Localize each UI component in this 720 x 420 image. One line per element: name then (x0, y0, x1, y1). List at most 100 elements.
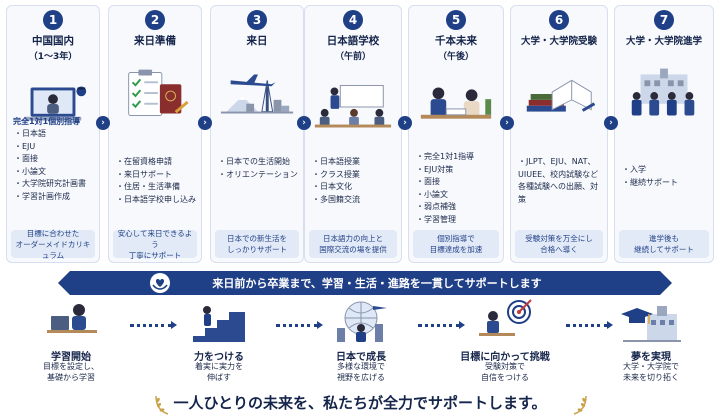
banner-arrow-left (58, 271, 70, 295)
step-card-1: 1 中国国内 （1〜3年） 完全1対1個別指導 日本語 EJU 面接 小論文 大… (6, 5, 100, 263)
step-number: 5 (446, 10, 466, 30)
step-footnote: 進学後も継続してサポート (619, 230, 709, 258)
laurel-left-icon (150, 392, 172, 416)
heart-hands-icon (147, 271, 173, 295)
step-subtitle: （午前） (334, 52, 371, 62)
chevron-right-icon: › (500, 116, 514, 130)
graduation-cap-icon (619, 298, 683, 346)
desc-line: 目標を設定し、 (43, 362, 99, 371)
step-items: 日本語授業 クラス授業 日本文化 多国籍交流 (312, 156, 397, 206)
footnote-line: 個別指導で (437, 234, 475, 243)
footnote-line: しっかりサポート (227, 245, 287, 254)
step-footnote: 個別指導で目標達成を加速 (413, 230, 499, 258)
step-title: 来日 (246, 35, 268, 47)
list-item: オリエンテーション (218, 169, 299, 182)
step-card-2: 2 来日準備 在留資格申請 来日サポート 住居・生活準備 日本語学校申し込み (108, 5, 202, 263)
target-study-icon (473, 298, 537, 346)
step-number: 7 (654, 10, 674, 30)
flow-step-desc: 多様な環境で視野を広げる (306, 361, 416, 383)
footnote-line: オーダーメイドカリキュラム (15, 239, 91, 260)
list-item: 日本語 (14, 128, 95, 141)
list-item: 日本での生活開始 (218, 156, 299, 169)
list-item: 小論文 (14, 166, 95, 179)
step-number: 4 (343, 10, 363, 30)
online-lesson-illustration (13, 64, 93, 148)
step-subtitle: （午後） (437, 52, 474, 62)
list-item: 小論文 (416, 189, 499, 202)
dotted-arrow (130, 321, 177, 329)
list-item: 弱点補強 (416, 201, 499, 214)
list-item: 日本語学校申し込み (116, 194, 197, 207)
flow-step-dream: 夢を実現 大学・大学院で未来を切り拓く (596, 296, 706, 388)
footnote-line: 国際交流の場を提供 (319, 245, 387, 254)
list-item: 在留資格申請 (116, 156, 197, 169)
flow-step-start: 学習開始 目標を設定し、基礎から学習 (16, 296, 126, 388)
list-item: 面接 (416, 176, 499, 189)
step-card-6: 6 大学・大学院受験 JLPT、EJU、NAT、UIUEE、校内試験など各種試験… (510, 5, 608, 263)
step-title: 千本未来 (435, 35, 477, 47)
laurel-right-icon (570, 392, 592, 416)
footnote-line: 目標に合わせた (26, 228, 80, 238)
step-title: 中国国内 (32, 35, 74, 47)
footnote-line: 受験対策を万全にし (525, 234, 593, 243)
footnote-line: 合格へ導く (540, 245, 578, 254)
footnote-line: 丁寧にサポート (128, 250, 182, 260)
list-item: クラス授業 (312, 169, 397, 182)
footnote-line: 目標達成を加速 (429, 245, 483, 254)
step-items: 入学 継続サポート (622, 164, 709, 189)
step-title: 日本語学校 (326, 35, 380, 47)
desc-line: 多様な環境で (337, 362, 385, 371)
step-cards: 1 中国国内 （1〜3年） 完全1対1個別指導 日本語 EJU 面接 小論文 大… (6, 5, 714, 265)
desc-line: 大学・大学院で (623, 362, 679, 371)
banner-text: 来日前から卒業まで、学習・生活・進路を一貫してサポートします (212, 277, 542, 290)
step-items: 日本語 EJU 面接 小論文 大学院研究計画書 学習計画作成 (14, 128, 95, 203)
step-items: JLPT、EJU、NAT、UIUEE、校内試験など各種試験への出願、対策 (518, 156, 601, 206)
list-item: EJU対策 (416, 164, 499, 177)
footnote-line: 進学後も (649, 234, 679, 243)
list-item: JLPT、EJU、NAT、UIUEE、校内試験など各種試験への出願、対策 (518, 156, 601, 206)
list-item: 住居・生活準備 (116, 181, 197, 194)
list-item: 日本語授業 (312, 156, 397, 169)
flow-step-title: 目標に向かって挑戦 (460, 352, 550, 363)
step-subtitle: （1〜3年） (28, 52, 78, 62)
footnote-line: 安心して来日できるよう (117, 228, 193, 249)
airplane-tokyo-illustration (217, 52, 297, 136)
footnote-line: 日本語力の向上と (323, 234, 383, 243)
desc-line: 視野を広げる (337, 373, 385, 382)
step-lead: 完全1対1個別指導 (13, 117, 81, 126)
flow-step-title: 夢を実現 (631, 352, 671, 363)
list-item: 面接 (14, 153, 95, 166)
step-number: 6 (549, 10, 569, 30)
list-item: 完全1対1指導 (416, 151, 499, 164)
stairs-climb-icon (187, 298, 251, 346)
desc-line: 自信をつける (481, 373, 529, 382)
flow-step-japan: 日本で成長 多様な環境で視野を広げる (306, 296, 416, 388)
step-items: 完全1対1指導 EJU対策 面接 小論文 弱点補強 学習管理 (416, 151, 499, 226)
flow-step-title: 日本で成長 (336, 352, 386, 363)
list-item: EJU (14, 141, 95, 154)
step-footnote: 日本での新生活をしっかりサポート (215, 230, 299, 258)
step-title: 大学・大学院進学 (625, 36, 702, 47)
step-footnote: 日本語力の向上と国際交流の場を提供 (309, 230, 397, 258)
desc-line: 未来を切り拓く (623, 373, 679, 382)
list-item: 多国籍交流 (312, 194, 397, 207)
dotted-arrow (566, 321, 613, 329)
flow-step-desc: 目標を設定し、基礎から学習 (16, 361, 126, 383)
step-number: 1 (43, 10, 63, 30)
flow-step-desc: 着実に実力を伸ばす (164, 361, 274, 383)
flow-step-title: 学習開始 (51, 352, 91, 363)
flow-step-challenge: 目標に向かって挑戦 受験対策で自信をつける (450, 296, 560, 388)
list-item: 日本文化 (312, 181, 397, 194)
dotted-arrow (418, 321, 465, 329)
list-item: 継続サポート (622, 177, 709, 190)
step-footnote: 安心して来日できるよう丁寧にサポート (113, 228, 197, 260)
step-title: 大学・大学院受験 (520, 36, 597, 47)
tutoring-illustration (415, 64, 497, 148)
chevron-right-icon: › (198, 116, 212, 130)
desc-line: 基礎から学習 (47, 373, 95, 382)
list-item: 来日サポート (116, 169, 197, 182)
step-card-5: 5 千本未来 （午後） 完全1対1指導 EJU対策 面接 小論文 弱点補強 学習… (408, 5, 504, 263)
globe-city-icon (329, 298, 393, 346)
flow-step-title: 力をつける (194, 352, 244, 363)
